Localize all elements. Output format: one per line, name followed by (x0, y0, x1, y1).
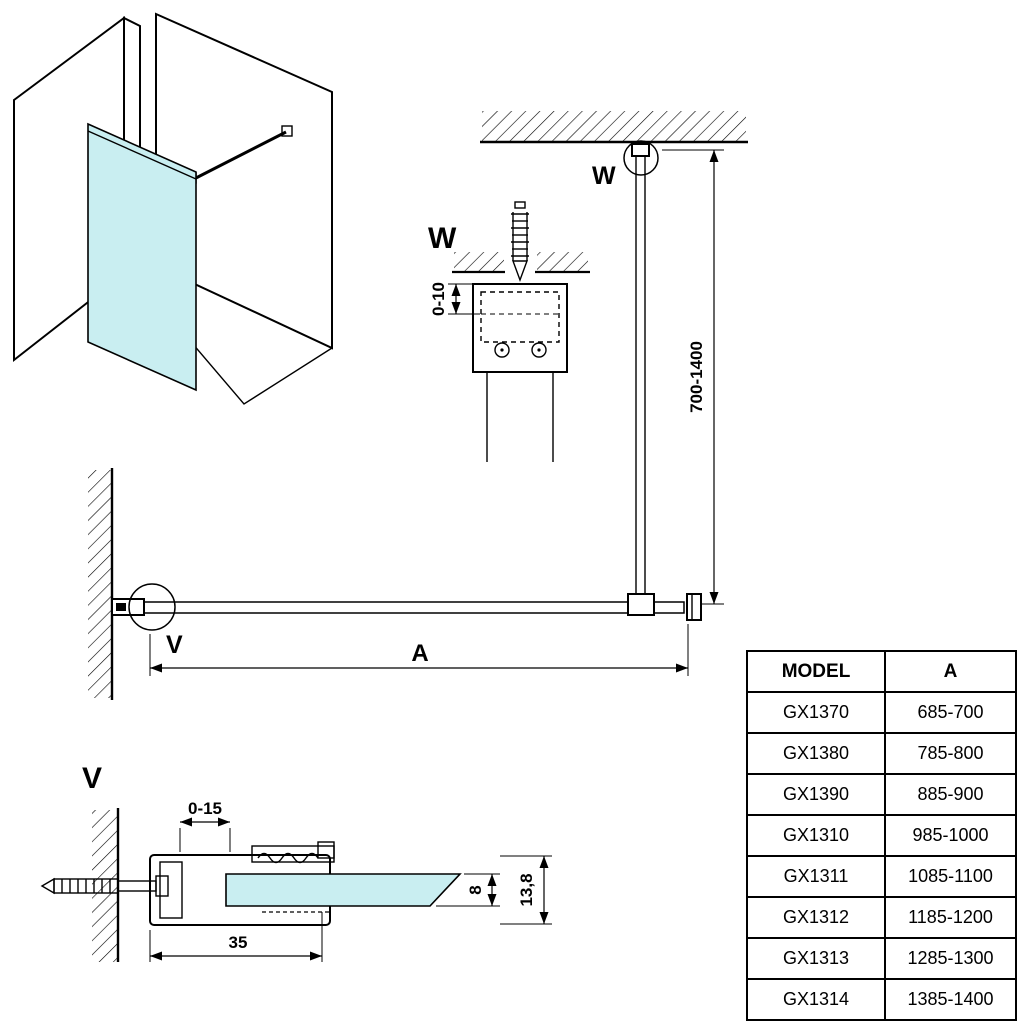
detail-w-title: W (428, 222, 457, 255)
table-row: GX1312 1185-1200 (746, 896, 1017, 939)
dimension-cell: 1085-1100 (884, 855, 1017, 898)
ceiling-hatch-left (454, 252, 504, 272)
dimension-cell: 785-800 (884, 732, 1017, 775)
dim-clamp-range-label: 0-15 (188, 799, 222, 818)
model-cell: GX1312 (746, 896, 886, 939)
isometric-view (13, 12, 333, 405)
mount-bracket-inner (480, 291, 560, 343)
model-cell: GX1314 (746, 978, 886, 1021)
table-row: GX1314 1385-1400 (746, 978, 1017, 1021)
dim-clamp-range: 0-15 (179, 799, 231, 852)
bar-wall-fitting (281, 125, 293, 137)
elevation-view: W 700-1400 V A (88, 111, 748, 700)
screw-horizontal (40, 875, 169, 897)
dimension-cell: 985-1000 (884, 814, 1017, 857)
table-row: GX1390 885-900 (746, 773, 1017, 816)
detail-v-marker-label: V (166, 631, 183, 659)
dim-profile-height-label: 13,8 (517, 873, 536, 906)
dim-screw-offset-label: 0-10 (429, 282, 448, 316)
bolt-hole-right (531, 342, 547, 358)
detail-w-marker-label: W (592, 162, 616, 190)
dimension-cell: 1285-1300 (884, 937, 1017, 980)
model-cell: GX1313 (746, 937, 886, 980)
table-row: GX1310 985-1000 (746, 814, 1017, 857)
glass-top-edge (129, 601, 685, 614)
table-row: GX1313 1285-1300 (746, 937, 1017, 980)
dim-profile-depth-label: 35 (229, 933, 248, 952)
bolt-center-right (537, 348, 541, 352)
dim-glass-thickness-label: 8 (466, 885, 485, 894)
detail-w-section: W 0-10 (428, 201, 590, 462)
ceiling-bracket (631, 143, 650, 157)
ceiling-hatch-right (537, 252, 588, 272)
dim-bar-height: 700-1400 (662, 149, 724, 605)
dimension-cell: 685-700 (884, 691, 1017, 734)
dim-screw-offset: 0-10 (429, 282, 480, 316)
table-row: GX1380 785-800 (746, 732, 1017, 775)
model-cell: GX1310 (746, 814, 886, 857)
glass-panel-iso (87, 122, 197, 392)
dim-bar-height-label: 700-1400 (687, 341, 706, 413)
ceiling-hatch (482, 111, 746, 142)
dim-profile-height: 13,8 (500, 855, 552, 925)
table-header-a: A (884, 650, 1017, 693)
support-bar-iso (191, 130, 287, 182)
dimension-cell: 1385-1400 (884, 978, 1017, 1021)
glass-top-profile-iso (87, 130, 197, 180)
detail-w-marker-circle (623, 140, 659, 176)
detail-v-section: V 0-15 (40, 762, 552, 962)
glass-end-cap (686, 593, 702, 621)
dim-width: A (149, 624, 689, 676)
mount-bracket-body (472, 283, 568, 373)
table-row: GX1370 685-700 (746, 691, 1017, 734)
table-row: GX1311 1085-1100 (746, 855, 1017, 898)
dim-glass-thickness: 8 (436, 873, 500, 907)
bolt-center-left (500, 348, 504, 352)
table-header-row: MODEL A (746, 650, 1017, 693)
glass-panel-section (225, 873, 462, 907)
dimension-cell: 1185-1200 (884, 896, 1017, 939)
detail-v-title: V (82, 762, 102, 795)
profile-screw-channel (159, 861, 183, 919)
model-cell: GX1370 (746, 691, 886, 734)
wall-hatch-v (92, 810, 118, 962)
model-cell: GX1380 (746, 732, 886, 775)
dim-width-label: A (411, 640, 428, 667)
dimension-cell: 885-900 (884, 773, 1017, 816)
wall-bracket-pin (116, 603, 126, 611)
screw-vertical (511, 201, 529, 283)
model-table: MODEL A GX1370 685-700 GX1380 785-800 GX… (746, 650, 1017, 1021)
wall-hatch (88, 470, 112, 698)
model-cell: GX1390 (746, 773, 886, 816)
bolt-hole-left (494, 342, 510, 358)
glass-clamp (251, 841, 335, 864)
table-header-model: MODEL (746, 650, 886, 693)
bar-foot-clamp (627, 593, 655, 616)
model-cell: GX1311 (746, 855, 886, 898)
detail-v-marker-circle (128, 583, 176, 631)
dim-profile-depth: 35 (149, 912, 323, 962)
